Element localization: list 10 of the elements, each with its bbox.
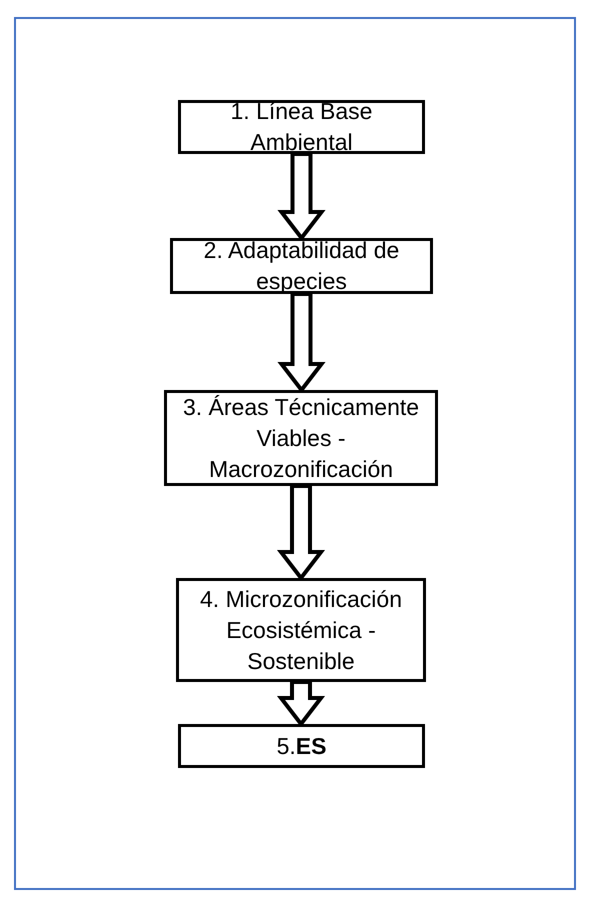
step-label: 2. Adaptabilidad de especies (202, 236, 400, 296)
step-label: 1. Línea Base Ambiental (230, 97, 374, 157)
process-box (176, 578, 426, 682)
step-label: 3. Áreas Técnicamente Viables - Macrozonificación (182, 392, 420, 484)
process-box (178, 100, 425, 154)
process-box (178, 724, 425, 768)
process-box (170, 238, 433, 294)
step-label: 4. Microzonificación Ecosistémica - Sostenible (199, 584, 403, 676)
step-label: 5.ES (276, 732, 326, 760)
process-box (164, 390, 438, 486)
